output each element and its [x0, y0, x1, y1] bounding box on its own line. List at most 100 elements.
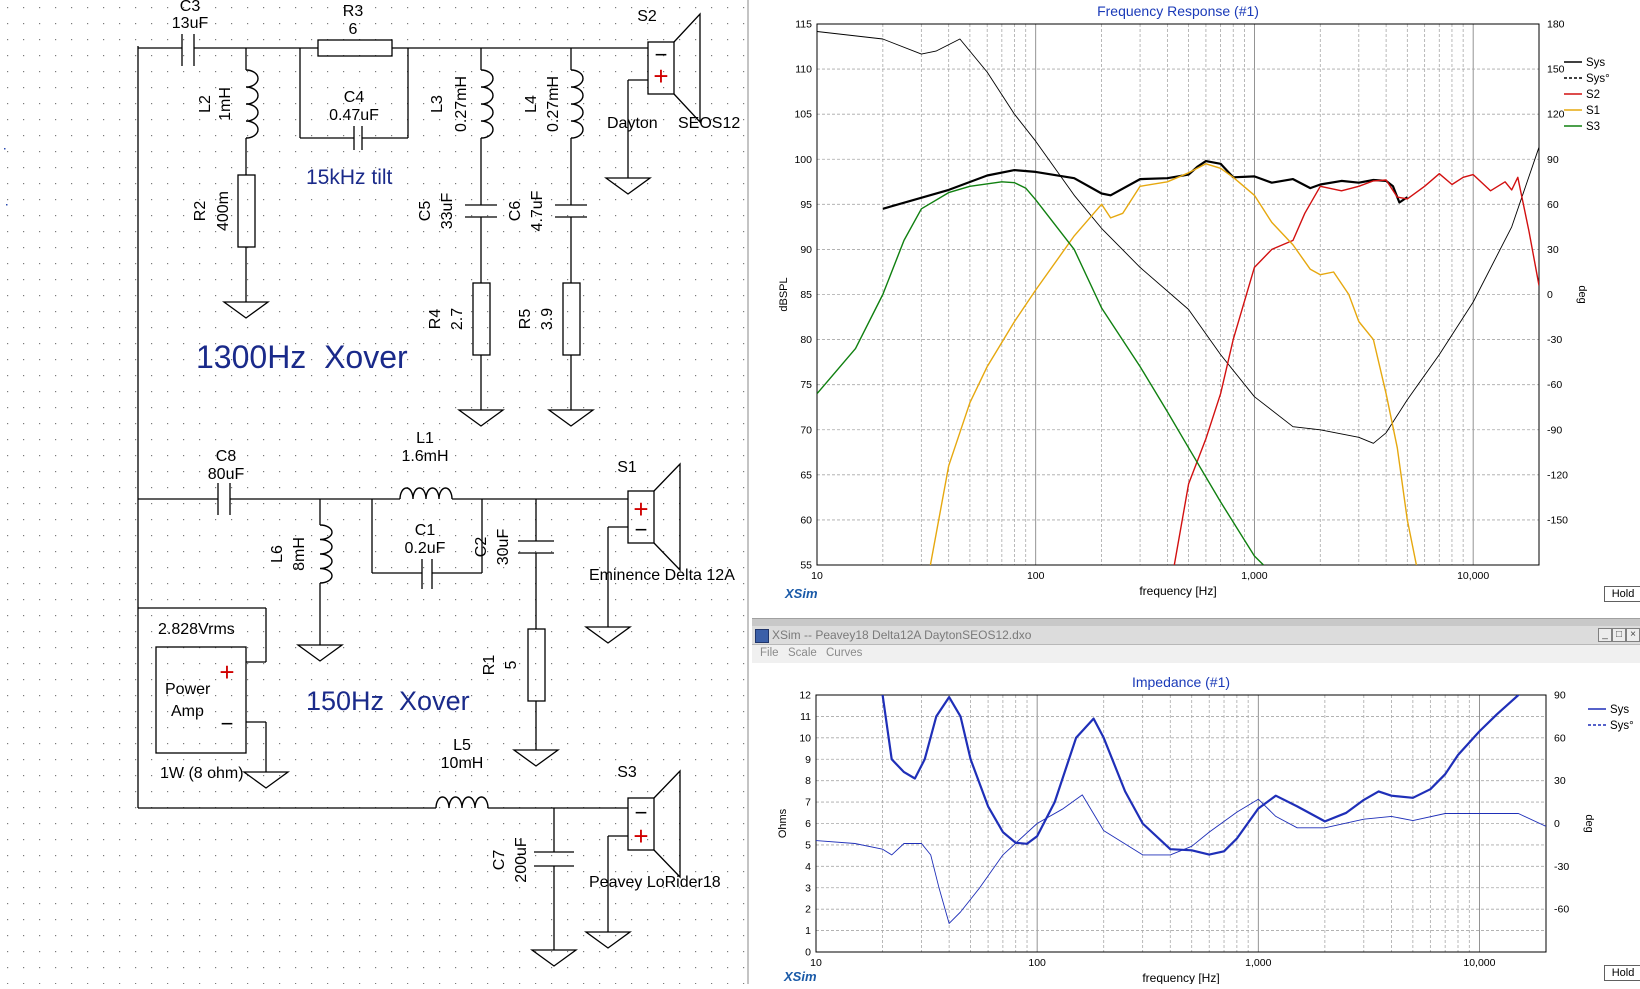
- y2-tick-label: -30: [1547, 334, 1562, 346]
- speaker-s2: [647, 12, 701, 124]
- minimize-button[interactable]: _: [1598, 628, 1612, 642]
- ground-symbol: [547, 409, 595, 427]
- s3-minus-mark: −: [635, 800, 648, 825]
- s3-plus-mark: +: [633, 821, 648, 851]
- y-tick-label: 6: [805, 818, 811, 830]
- frequency-response-chart: 556065707580859095100105110115-150-120-9…: [778, 3, 1610, 601]
- s3-model: Peavey LoRider18: [589, 874, 721, 891]
- y2-tick-label: 90: [1547, 154, 1559, 166]
- x-tick-label: 100: [1027, 570, 1045, 582]
- l6-inductor: [319, 524, 333, 584]
- y-tick-label: 85: [800, 289, 812, 301]
- amp-label-a: Power: [165, 681, 211, 698]
- window-splitter[interactable]: [752, 618, 1640, 627]
- series-line-sys-phase: [816, 794, 1546, 924]
- l5-name: L5: [453, 737, 471, 754]
- y-tick-label: 65: [800, 469, 812, 481]
- y-tick-label: 11: [800, 711, 811, 723]
- series-line-s3: [817, 181, 1264, 565]
- tilt-note: 15kHz tilt: [306, 166, 393, 189]
- s2-plus-mark: +: [653, 61, 668, 91]
- c4-value: 0.47uF: [329, 107, 379, 124]
- x-tick-label: 10: [810, 957, 822, 969]
- y-tick-label: 90: [800, 244, 812, 256]
- y2-tick-label: 60: [1554, 732, 1566, 744]
- y2-tick-label: 60: [1547, 199, 1559, 211]
- series-line-sys: [881, 695, 1520, 856]
- l6-value: 8mH: [291, 537, 308, 571]
- maximize-button[interactable]: □: [1612, 628, 1626, 642]
- x-axis-label: frequency [Hz]: [1142, 971, 1219, 984]
- xsim-brand: XSim: [784, 586, 818, 601]
- close-button[interactable]: ×: [1626, 628, 1640, 642]
- y-tick-label: 70: [800, 424, 812, 436]
- y-tick-label: 0: [805, 947, 811, 959]
- window-title-bar[interactable]: XSim -- Peavey18 Delta12A DaytonSEOS12.d…: [752, 626, 1640, 645]
- r3-value: 6: [349, 21, 358, 38]
- c6-capacitor: [555, 204, 587, 218]
- legend-entry: Sys°: [1586, 73, 1610, 85]
- series-line-s1: [929, 163, 1418, 565]
- r5-name: R5: [517, 309, 534, 330]
- c3-name: C3: [180, 0, 201, 15]
- l5-value: 10mH: [441, 755, 484, 772]
- y2-tick-label: 30: [1554, 775, 1566, 787]
- y2-tick-label: 180: [1547, 19, 1565, 31]
- l3-name: L3: [429, 95, 446, 113]
- l3-inductor: [480, 69, 494, 139]
- series-line-sys-phase: [817, 31, 1539, 444]
- y2-tick-label: 90: [1554, 690, 1566, 702]
- plot-frame: [816, 23, 1540, 566]
- r1-value: 5: [503, 660, 520, 669]
- y-axis-label: Ohms: [777, 808, 789, 838]
- amp-plus-mark: +: [219, 657, 234, 687]
- x-tick-label: 100: [1028, 957, 1046, 969]
- c7-name: C7: [491, 850, 508, 871]
- impedance-window: XSim -- Peavey18 Delta12A DaytonSEOS12.d…: [752, 626, 1640, 985]
- s1-minus-mark: −: [635, 517, 648, 542]
- s3-name: S3: [617, 764, 637, 781]
- c2-value: 30uF: [495, 529, 512, 566]
- schematic-canvas: + + + + − − − − C3 13uF R3 6 C4 0.47uF S…: [0, 0, 752, 984]
- app-icon: [755, 629, 769, 643]
- y-axis-label: dBSPL: [778, 277, 790, 311]
- xover-high-note: 1300Hz Xover: [196, 339, 408, 375]
- c2-capacitor: [518, 540, 554, 554]
- ground-symbol: [530, 949, 578, 967]
- legend-entry: S2: [1586, 89, 1600, 101]
- c8-capacitor: [217, 483, 231, 515]
- s2-minus-mark: −: [655, 42, 668, 67]
- hold-button[interactable]: Hold: [1604, 965, 1640, 981]
- window-title: XSim -- Peavey18 Delta12A DaytonSEOS12.d…: [772, 628, 1032, 642]
- c7-capacitor: [534, 851, 574, 867]
- y2-axis-label: deg: [1583, 814, 1595, 832]
- l3-value: 0.27mH: [453, 76, 470, 132]
- r2-value: 400m: [215, 191, 232, 231]
- y-tick-label: 55: [800, 560, 812, 572]
- x-axis-label: frequency [Hz]: [1139, 584, 1216, 598]
- y2-tick-label: 0: [1554, 818, 1560, 830]
- x-tick-label: 10: [811, 570, 823, 582]
- s1-plus-mark: +: [633, 494, 648, 524]
- ground-symbol: [457, 409, 505, 427]
- hold-button[interactable]: Hold: [1604, 586, 1640, 602]
- x-tick-label: 1,000: [1245, 957, 1271, 969]
- s2-name: S2: [637, 8, 657, 25]
- l1-value: 1.6mH: [401, 448, 448, 465]
- ground-symbol: [242, 771, 290, 789]
- y2-tick-label: -120: [1547, 469, 1568, 481]
- y-tick-label: 12: [799, 690, 811, 702]
- menu-curves[interactable]: Curves: [826, 647, 863, 659]
- y-tick-label: 4: [805, 861, 811, 873]
- y-tick-label: 80: [800, 334, 812, 346]
- menu-file[interactable]: File: [760, 647, 779, 659]
- legend-entry: S1: [1586, 105, 1600, 117]
- y-tick-label: 115: [795, 19, 812, 31]
- menu-scale[interactable]: Scale: [788, 647, 817, 659]
- l2-value: 1mH: [217, 87, 234, 121]
- c4-capacitor: [353, 126, 363, 150]
- y2-tick-label: -150: [1547, 514, 1568, 526]
